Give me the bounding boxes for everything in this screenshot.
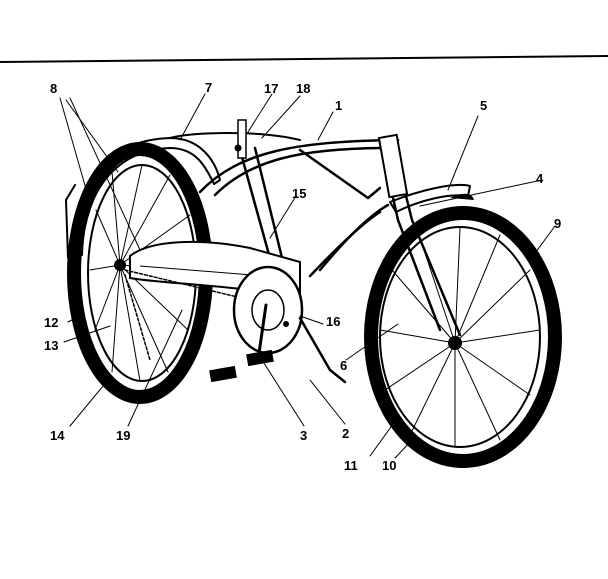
rear-fender-flap [65,184,81,259]
rear-spokes [89,164,197,382]
top-border-line [0,55,608,63]
kickstand [298,316,347,384]
callout-17: 17 [264,81,278,96]
callout-4: 4 [536,171,544,186]
sprocket-bolt [283,321,289,327]
callout-12: 12 [44,315,58,330]
rear-hub [114,259,126,271]
front-tire [364,206,562,468]
front-fender [389,183,471,213]
seat-clamp [234,144,242,152]
callout-11: 11 [344,458,358,473]
callout-1: 1 [335,98,342,113]
front-hub [448,336,462,350]
callout-15: 15 [292,186,306,201]
callout-19: 19 [116,428,130,443]
chain [124,269,251,361]
head-tube [377,133,409,199]
leader-lines [59,93,556,459]
callout-14: 14 [50,428,65,443]
callout-6: 6 [340,358,347,373]
callout-7: 7 [205,80,212,95]
callout-10: 10 [382,458,396,473]
pedal-front [246,349,274,367]
seat-post [237,119,247,159]
front-wheel [364,206,562,468]
callout-3: 3 [300,428,307,443]
callout-5: 5 [480,98,487,113]
pedal-rear [209,365,237,383]
sprocket-inner [251,289,285,331]
callout-2: 2 [342,426,349,441]
callout-labels: 1 2 3 4 5 6 7 8 9 10 11 12 13 14 15 16 1… [44,80,561,473]
sprocket-outer [232,265,304,355]
sprocket [232,265,304,355]
crank-arm [256,303,268,362]
front-rim [379,226,541,448]
callout-18: 18 [296,81,310,96]
callout-8: 8 [50,81,57,96]
callout-16: 16 [326,314,340,329]
rear-fender-front [169,132,301,141]
callout-13: 13 [44,338,58,353]
callout-9: 9 [554,216,561,231]
